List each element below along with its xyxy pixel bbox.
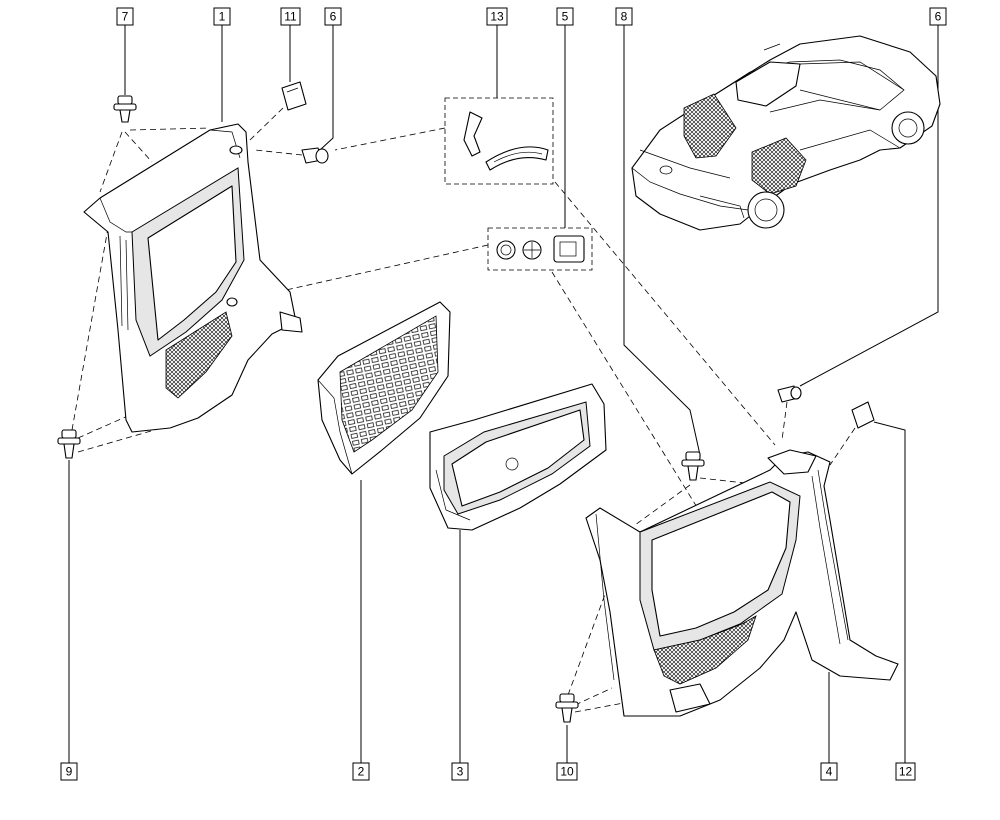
callout-9-label: 9 (66, 765, 73, 779)
push-clip-9 (57, 429, 81, 459)
callout-8-label: 8 (621, 10, 628, 24)
callout-11-label: 11 (284, 10, 297, 24)
callout-6-top-right: 6 (929, 7, 947, 26)
callout-10-label: 10 (560, 765, 574, 779)
callout-2: 2 (352, 762, 370, 781)
callout-6-top-right-label: 6 (935, 10, 942, 24)
callout-12-label: 12 (899, 765, 913, 779)
grille-panel-2 (317, 301, 451, 475)
callout-13-label: 13 (490, 10, 504, 24)
cap-12 (851, 401, 875, 429)
push-clip-10 (555, 693, 579, 723)
hook-bracket (463, 111, 483, 157)
callout-10: 10 (556, 762, 578, 781)
callout-7: 7 (116, 7, 134, 26)
push-clip-8 (681, 451, 705, 481)
callout-8: 8 (615, 7, 633, 26)
cap-11 (281, 81, 307, 111)
callout-11: 11 (280, 7, 301, 26)
callout-12: 12 (895, 762, 916, 781)
callout-3: 3 (451, 762, 469, 781)
callout-13: 13 (486, 7, 508, 26)
callout-6-top-left: 6 (324, 7, 342, 26)
push-clip-7 (113, 95, 137, 123)
callout-4: 4 (820, 762, 838, 781)
storage-pocket-3 (429, 383, 607, 531)
callout-3-label: 3 (457, 765, 464, 779)
callout-1: 1 (213, 7, 231, 26)
part-group-5 (487, 227, 593, 271)
assembly-dashed-lines (71, 107, 856, 713)
car-locator-illustration (631, 35, 941, 231)
callout-2-label: 2 (358, 765, 365, 779)
callout-7-label: 7 (122, 10, 129, 24)
trim-panel-4 (585, 449, 899, 717)
plug-6-left (301, 147, 329, 164)
part-group-13 (444, 97, 554, 185)
callout-9: 9 (60, 762, 78, 781)
curved-seal-strip (485, 146, 549, 171)
callout-1-label: 1 (219, 10, 226, 24)
callout-5: 5 (556, 7, 574, 26)
callout-6-top-left-label: 6 (330, 10, 337, 24)
callout-5-label: 5 (562, 10, 569, 24)
trim-panel-1 (83, 123, 303, 433)
plug-6-right (777, 385, 802, 403)
callout-4-label: 4 (826, 765, 833, 779)
